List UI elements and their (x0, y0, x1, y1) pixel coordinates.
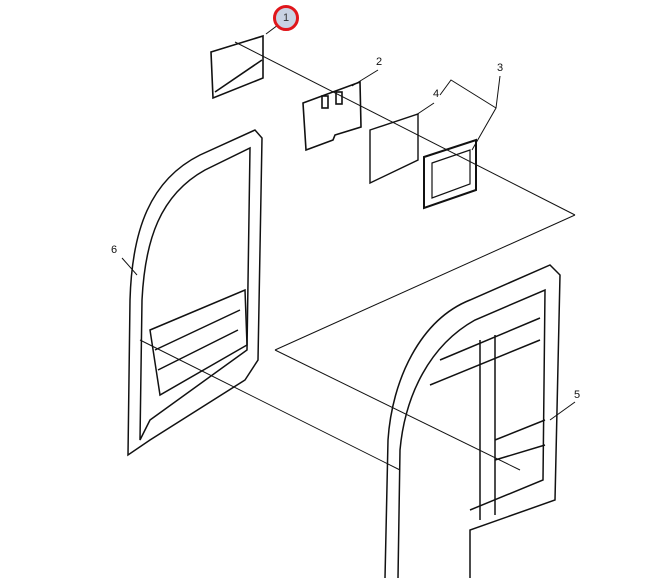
part-4-glass (369, 113, 419, 185)
callout-4[interactable]: 4 (433, 88, 440, 100)
part-6-door (127, 129, 263, 457)
part-1-glass (210, 34, 264, 100)
callout-2[interactable]: 2 (376, 56, 383, 68)
part-5-cab (384, 264, 561, 578)
callout-6[interactable]: 6 (111, 244, 118, 256)
leader-lines (121, 21, 576, 471)
part-2-panel (302, 80, 362, 152)
part-3-frame (423, 138, 477, 210)
callout-1-highlighted[interactable]: 1 (273, 5, 299, 31)
callout-5[interactable]: 5 (574, 389, 581, 401)
callout-3[interactable]: 3 (497, 62, 504, 74)
